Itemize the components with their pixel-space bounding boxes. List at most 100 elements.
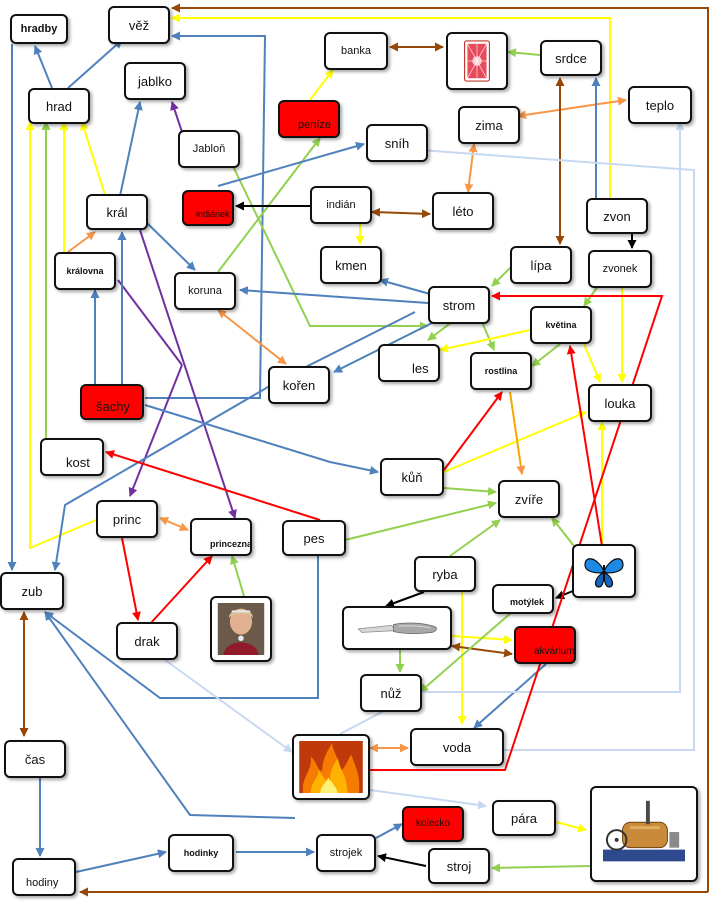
node-portrait[interactable]	[210, 596, 272, 662]
node-hodinky[interactable]: hodinky	[168, 834, 234, 872]
node-lipa[interactable]: lípa	[510, 246, 572, 284]
edge-pes-kost	[105, 450, 321, 521]
edge-kralovna-princ	[117, 279, 183, 366]
edge-kralovna-kral	[67, 231, 96, 253]
node-drak[interactable]: drak	[116, 622, 178, 660]
node-zub[interactable]: zub	[0, 572, 64, 610]
edge-hrad-hradby	[33, 45, 53, 89]
node-label: šachy	[96, 399, 130, 414]
node-koren[interactable]: kořen	[268, 366, 330, 404]
edge-kun-zvire	[443, 486, 497, 496]
node-cas[interactable]: čas	[4, 740, 66, 778]
node-princezna[interactable]: princezna	[190, 518, 252, 556]
edge-sachy-vez	[145, 31, 267, 399]
node-koruna[interactable]: koruna	[174, 272, 236, 310]
node-card[interactable]	[446, 32, 508, 90]
node-akvarium[interactable]: akvárium	[514, 626, 576, 664]
edge-drak-ohen	[164, 659, 293, 753]
node-label: hodinky	[183, 847, 219, 858]
node-label: kůň	[401, 469, 423, 485]
node-kmen[interactable]: kmen	[320, 246, 382, 284]
node-knife[interactable]	[342, 606, 452, 650]
fire-icon	[299, 741, 363, 793]
node-kvetina[interactable]: květina	[530, 306, 592, 344]
node-label: akvárium	[534, 646, 575, 657]
node-label: hodiny	[26, 877, 59, 889]
node-label: banka	[341, 44, 371, 57]
edge-motylek-nuz	[419, 611, 513, 693]
edge-ryba-zvire	[449, 519, 501, 557]
node-jablon[interactable]: Jabloň	[178, 130, 240, 168]
node-fire[interactable]	[292, 734, 370, 800]
edge-drak-princezna	[149, 555, 213, 625]
node-kralovna[interactable]: královna	[54, 252, 116, 290]
node-kral[interactable]: král	[86, 194, 148, 230]
node-princ[interactable]: princ	[96, 500, 158, 538]
node-label: kmen	[335, 257, 367, 273]
edge-rostlina-zvire	[509, 391, 526, 475]
node-butterfly[interactable]	[572, 544, 636, 598]
node-strojek[interactable]: strojek	[316, 834, 376, 872]
node-label: strom	[442, 297, 476, 313]
edge-indian-leto	[371, 207, 431, 219]
edge-knife-akvarium	[451, 642, 513, 658]
edge-lipa-strom	[491, 265, 513, 287]
node-leto[interactable]: léto	[432, 192, 494, 230]
edge-strom-kmen	[379, 277, 431, 295]
node-kolecko[interactable]: kolecko	[402, 806, 464, 842]
steam-engine-icon	[603, 800, 685, 862]
node-hradby[interactable]: hradby	[10, 14, 68, 44]
node-label: koruna	[188, 284, 222, 297]
node-label: lípa	[530, 257, 552, 273]
node-zvonek[interactable]: zvonek	[588, 250, 652, 288]
edge-jablon-jablko	[170, 101, 183, 133]
edge-ohen-zub	[44, 611, 296, 819]
node-zvire[interactable]: zvíře	[498, 480, 560, 518]
edge-para-engine	[555, 821, 587, 833]
edge-sachy-kun	[144, 404, 379, 475]
edge-engine-stroj	[491, 863, 591, 873]
node-label: pes	[303, 530, 325, 546]
node-label: princezna	[210, 539, 253, 549]
node-srdce[interactable]: srdce	[540, 40, 602, 76]
node-sachy[interactable]: šachy	[80, 384, 144, 420]
node-strom[interactable]: strom	[428, 286, 490, 324]
edge-butterfly-kvetina	[566, 345, 603, 547]
edge-strojek-kolecko	[375, 823, 403, 839]
edge-kvetina-les	[439, 329, 531, 353]
node-stroj[interactable]: stroj	[428, 848, 490, 884]
node-louka[interactable]: louka	[588, 384, 652, 422]
node-nuz[interactable]: nůž	[360, 674, 422, 712]
node-zima[interactable]: zima	[458, 106, 520, 144]
node-jablko[interactable]: jablko	[124, 62, 186, 100]
node-label: les	[412, 361, 429, 376]
node-kun[interactable]: kůň	[380, 458, 444, 496]
node-rostlina[interactable]: rostlina	[470, 352, 532, 390]
node-label: rostlina	[484, 365, 518, 376]
edge-strom-rostlina	[481, 321, 495, 351]
node-motylek[interactable]: motýlek	[492, 584, 554, 614]
node-snih[interactable]: sníh	[366, 124, 428, 162]
node-zvon[interactable]: zvon	[586, 198, 648, 234]
node-indianek[interactable]: indiánek	[182, 190, 234, 226]
node-teplo[interactable]: teplo	[628, 86, 692, 124]
node-banka[interactable]: banka	[324, 32, 388, 70]
node-indian[interactable]: indián	[310, 186, 372, 224]
node-label: drak	[134, 633, 160, 649]
node-pes[interactable]: pes	[282, 520, 346, 556]
node-para[interactable]: pára	[492, 800, 556, 836]
node-vez[interactable]: věž	[108, 6, 170, 44]
edge-zima-leto	[464, 143, 478, 193]
node-voda[interactable]: voda	[410, 728, 504, 766]
node-penize[interactable]: peníze	[278, 100, 340, 138]
node-les[interactable]: les	[378, 344, 440, 382]
edge-indianek-snih	[217, 141, 365, 187]
node-label: zima	[475, 117, 503, 133]
node-ryba[interactable]: ryba	[414, 556, 476, 592]
node-hodiny[interactable]: hodiny	[12, 858, 76, 896]
node-kost[interactable]: kost	[40, 438, 104, 476]
node-label: peníze	[298, 119, 332, 131]
node-hrad[interactable]: hrad	[28, 88, 90, 124]
node-engine[interactable]	[590, 786, 698, 882]
edge-princ-drak	[121, 537, 141, 621]
